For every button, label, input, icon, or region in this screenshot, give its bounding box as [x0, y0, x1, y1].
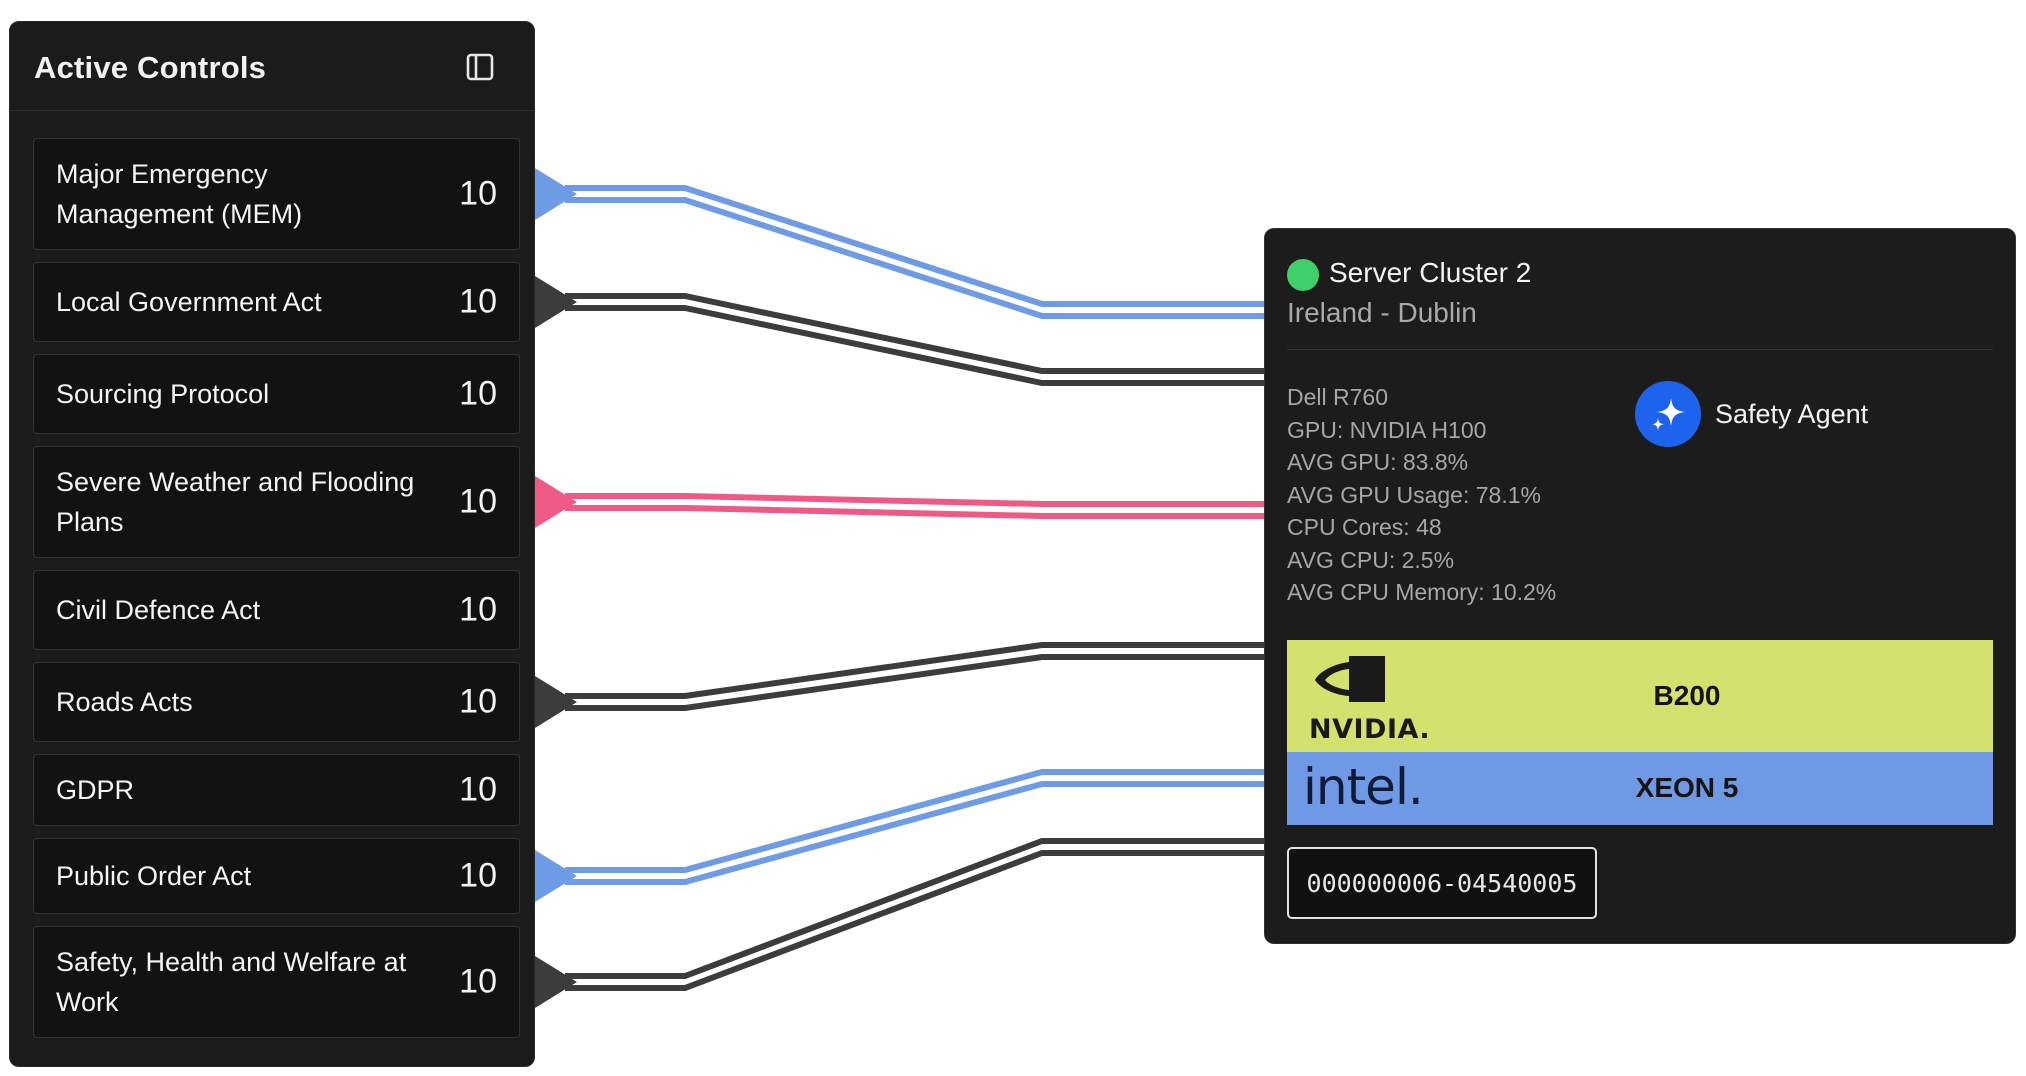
control-label: Roads Acts [56, 687, 193, 717]
control-item[interactable]: Civil Defence Act 10 [33, 570, 520, 650]
divider [1287, 349, 1993, 350]
control-list: Major Emergency Management (MEM) 10 Loca… [10, 22, 534, 1066]
agent-label[interactable]: Safety Agent [1715, 399, 1869, 429]
control-label: Major Emergency Management (MEM) [56, 159, 303, 229]
status-indicator [1287, 259, 1319, 291]
control-count: 10 [459, 770, 497, 809]
hardware-row-nvidia: NVIDIA. B200 [1287, 640, 1993, 752]
control-item[interactable]: Roads Acts 10 [33, 662, 520, 742]
spec-avg-gpu: AVG GPU: 83.8% [1287, 449, 1469, 475]
control-count: 10 [459, 590, 497, 629]
connection-line [535, 276, 1264, 386]
control-count: 10 [459, 856, 497, 895]
hardware-model: B200 [1653, 680, 1721, 711]
control-label: Severe Weather and Flooding Plans [56, 467, 415, 537]
hardware-model: XEON 5 [1635, 772, 1739, 803]
control-label: Local Government Act [56, 287, 322, 317]
spec-cpu-cores: CPU Cores: 48 [1287, 514, 1442, 540]
control-count: 10 [459, 962, 497, 1001]
control-label: Civil Defence Act [56, 595, 261, 625]
control-item[interactable]: Sourcing Protocol 10 [33, 354, 520, 434]
server-specs: Dell R760 GPU: NVIDIA H100 AVG GPU: 83.8… [1287, 381, 1556, 609]
control-count: 10 [459, 482, 497, 521]
connection-line [535, 838, 1264, 1008]
server-id: 000000006-04540005 [1306, 869, 1578, 898]
nvidia-logo-icon: NVIDIA. [1297, 652, 1431, 745]
control-item[interactable]: Major Emergency Management (MEM) 10 [33, 138, 520, 250]
sidebar-toggle-icon[interactable] [466, 53, 494, 81]
intel-logo-icon: intel. [1303, 758, 1424, 816]
spec-avg-cpu: AVG CPU: 2.5% [1287, 546, 1455, 573]
connection-line [535, 769, 1264, 902]
server-card[interactable]: Server Cluster 2 Ireland - Dublin Dell R… [1264, 228, 2016, 944]
control-count: 10 [459, 682, 497, 721]
server-name: Server Cluster 2 [1329, 257, 1532, 288]
control-item[interactable]: Safety, Health and Welfare at Work 10 [33, 926, 520, 1038]
hardware-row-intel: intel. XEON 5 [1287, 752, 1993, 825]
spec-gpu: GPU: NVIDIA H100 [1287, 416, 1487, 443]
panel-header: Active Controls [10, 22, 534, 111]
server-id-field[interactable]: 000000006-04540005 [1287, 847, 1597, 919]
control-count: 10 [459, 374, 497, 413]
control-item[interactable]: Severe Weather and Flooding Plans 10 [33, 446, 520, 558]
active-controls-panel: Active Controls Major Emergency Manageme… [9, 21, 535, 1067]
control-count: 10 [459, 174, 497, 213]
control-count: 10 [459, 282, 497, 321]
spec-model: Dell R760 [1287, 384, 1388, 410]
connection-line [535, 168, 1264, 319]
control-item[interactable]: Public Order Act 10 [33, 838, 520, 914]
control-item[interactable]: GDPR 10 [33, 754, 520, 826]
control-item[interactable]: Local Government Act 10 [33, 262, 520, 342]
panel-title: Active Controls [34, 50, 267, 85]
control-label: Sourcing Protocol [56, 379, 270, 409]
control-label: GDPR [56, 775, 135, 805]
sparkle-icon[interactable] [1635, 381, 1701, 447]
control-label: Public Order Act [56, 861, 252, 891]
server-location: Ireland - Dublin [1287, 297, 1477, 328]
control-label: Safety, Health and Welfare at Work [56, 947, 407, 1017]
connection-line [535, 642, 1264, 728]
spec-avg-cpu-memory: AVG CPU Memory: 10.2% [1287, 579, 1557, 605]
spec-avg-gpu-usage: AVG GPU Usage: 78.1% [1287, 481, 1541, 508]
nvidia-logo-text: NVIDIA. [1309, 714, 1431, 745]
connection-line [535, 476, 1264, 528]
